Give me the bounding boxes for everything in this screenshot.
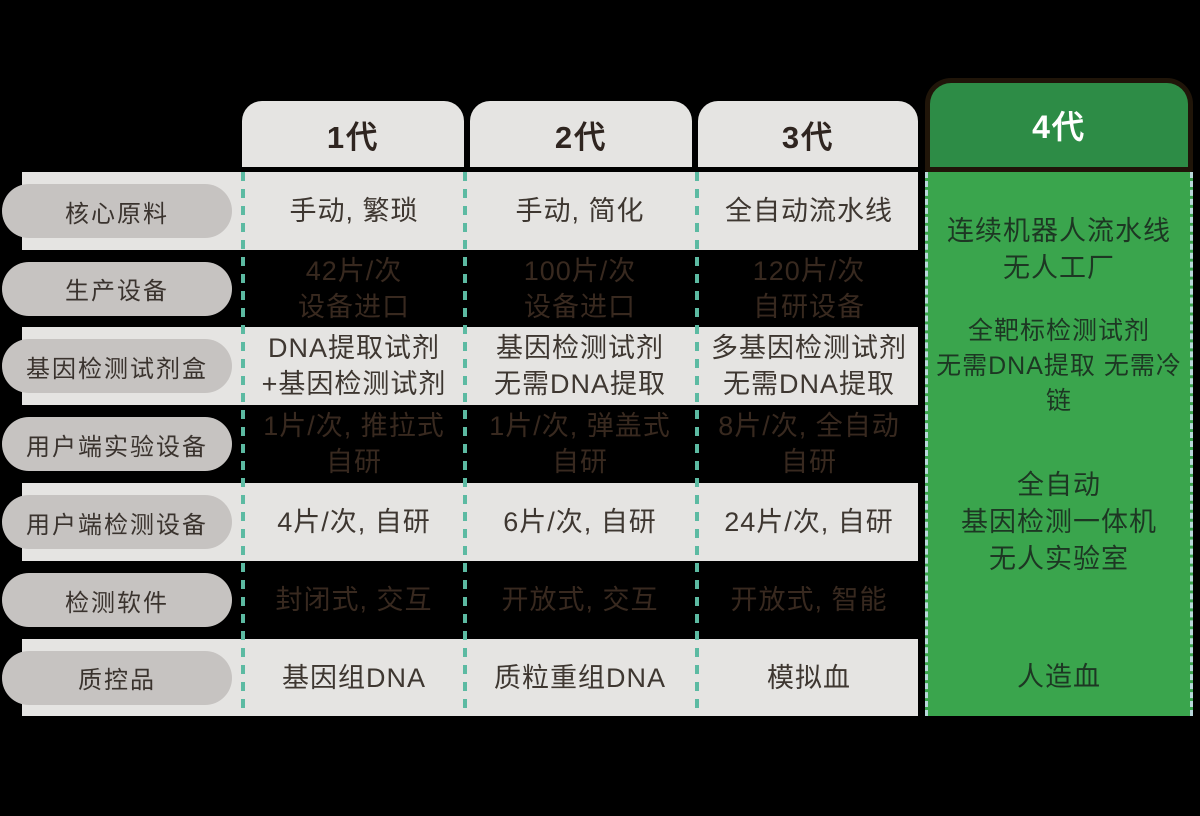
row-label-client-detection-device: 用户端检测设备 [2,495,232,549]
gen4-cell: 人造血 [1017,662,1101,692]
table-cell: 模拟血 [767,662,851,693]
table-cell: 42片/次 设备进口 [298,255,410,322]
table-cell: 多基因检测试剂 无需DNA提取 [711,333,907,399]
gen4-merged-cell: 全自动 基因检测一体机 无人实验室 [961,469,1157,574]
table-cell: 基因组DNA [281,662,426,693]
column-header-gen1: 1代 [242,101,464,167]
table-cell: 24片/次, 自研 [724,507,894,537]
gen4-merged-cell: 连续机器人流水线 无人工厂 [947,215,1171,283]
column-header-label: 1代 [326,119,380,155]
table-cell: 基因检测试剂 无需DNA提取 [493,333,666,399]
gen4-column-panel: 连续机器人流水线 无人工厂 全靶标检测试剂 无需DNA提取 无需冷链 全自动 基… [925,172,1193,716]
table-cell: 8片/次, 全自动 自研 [718,411,900,477]
table-cell: 4片/次, 自研 [277,507,431,537]
column-header-gen2: 2代 [470,101,692,167]
table-cell: 100片/次 设备进口 [523,255,637,322]
column-header-gen4-highlight: 4代 [925,78,1193,172]
table-cell: 1片/次, 推拉式 自研 [263,411,445,477]
row-label-pill: 生产设备 [2,250,232,327]
row-label-pill: 质控品 [2,639,232,716]
row-label-client-experiment-device: 用户端实验设备 [2,417,232,471]
table-cell: 质粒重组DNA [493,662,666,693]
column-divider-dashed [241,172,245,716]
column-header-label: 3代 [781,119,835,155]
table-cell: 120片/次 自研设备 [752,255,866,322]
column-header-label: 4代 [1032,109,1086,145]
row-label-pill: 用户端实验设备 [2,405,232,483]
row-label-detection-software: 检测软件 [2,573,232,627]
table-cell: 全自动流水线 [725,196,893,226]
gen4-cell: 全靶标检测试剂 无需DNA提取 无需冷链 [936,316,1182,415]
row-label-production-equipment: 生产设备 [2,261,232,316]
column-divider-dashed [695,172,699,716]
column-divider-dashed [463,172,467,716]
table-cell: 手动, 繁琐 [289,196,419,226]
row-label-core-raw-material: 核心原料 [2,184,232,238]
column-header-label: 2代 [554,119,608,155]
row-label-pill: 用户端检测设备 [2,483,232,561]
table-cell: 1片/次, 弹盖式 自研 [489,411,671,477]
row-label-pill: 核心原料 [2,172,232,250]
row-label-pill: 基因检测试剂盒 [2,327,232,405]
table-cell: 手动, 简化 [515,196,645,226]
row-label-pill: 检测软件 [2,561,232,639]
table-cell: DNA提取试剂 +基因检测试剂 [261,333,447,399]
table-cell: 6片/次, 自研 [503,507,657,537]
row-label-quality-control: 质控品 [2,650,232,705]
table-cell: 开放式, 智能 [730,585,888,615]
table-cell: 开放式, 交互 [501,585,659,615]
table-cell: 封闭式, 交互 [275,585,433,615]
row-label-gene-test-kit: 基因检测试剂盒 [2,339,232,393]
column-header-gen3: 3代 [698,101,918,167]
